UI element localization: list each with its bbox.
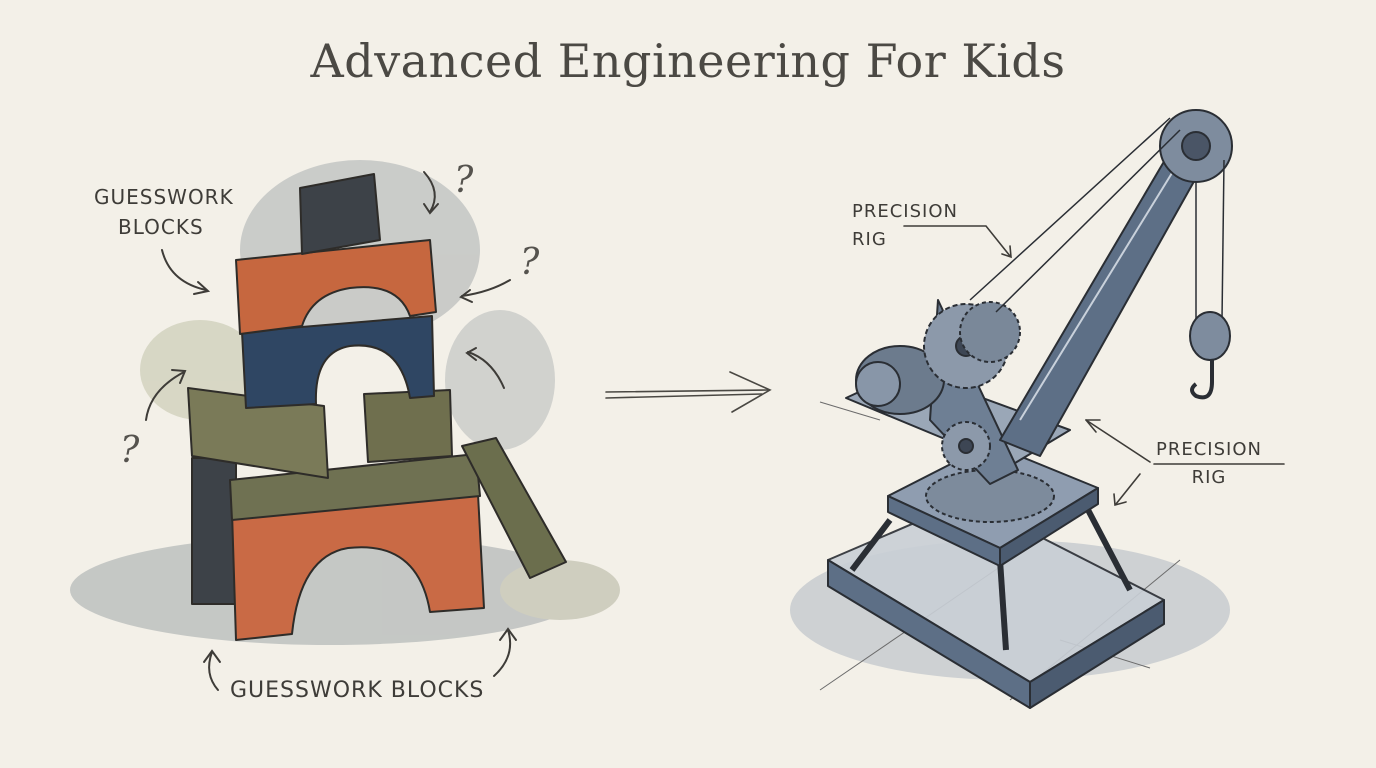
question-mark-3: ?	[120, 430, 140, 471]
question-mark-2: ?	[520, 242, 540, 283]
block-arch-bottom	[231, 493, 485, 641]
page-title: Advanced Engineering For Kids	[310, 34, 1066, 88]
block-olive-slab	[229, 453, 481, 521]
guesswork-label-top: GUESSWORK BLOCKS	[94, 182, 234, 242]
guesswork-label-top-line2: BLOCKS	[118, 215, 204, 239]
left-annotation-arrows	[145, 171, 517, 691]
block-leaning-plank	[461, 437, 567, 579]
guesswork-block-tower	[187, 173, 567, 641]
precision-rig-label-side-line1: PRECISION	[1156, 439, 1262, 460]
transition-arrow	[605, 371, 772, 413]
hook-block	[1189, 311, 1231, 361]
crane-boom	[999, 147, 1207, 457]
precision-rig-label-top-line1: PRECISION	[852, 201, 958, 222]
crane-leg	[849, 518, 893, 572]
drive-gear-back	[959, 301, 1021, 363]
precision-rig-label-top: PRECISION RIG	[852, 198, 958, 254]
turntable-gear	[925, 469, 1055, 523]
block-arch-navy	[241, 315, 435, 409]
crane-cables	[969, 117, 1225, 321]
precision-rig-crane	[819, 109, 1233, 709]
precision-rig-label-top-line2: RIG	[852, 229, 887, 250]
block-top-cube	[299, 173, 381, 255]
question-mark-1: ?	[454, 160, 474, 201]
right-annotation-arrows	[903, 225, 1285, 507]
guesswork-label-top-line1: GUESSWORK	[94, 185, 234, 209]
crane-hook	[1190, 360, 1214, 400]
block-arch-top	[235, 239, 437, 335]
precision-rig-label-side: PRECISION RIG	[1156, 436, 1262, 492]
precision-rig-label-side-line2: RIG	[1191, 467, 1227, 488]
block-olive-cube	[363, 389, 453, 463]
guesswork-label-bottom: GUESSWORK BLOCKS	[230, 678, 485, 703]
